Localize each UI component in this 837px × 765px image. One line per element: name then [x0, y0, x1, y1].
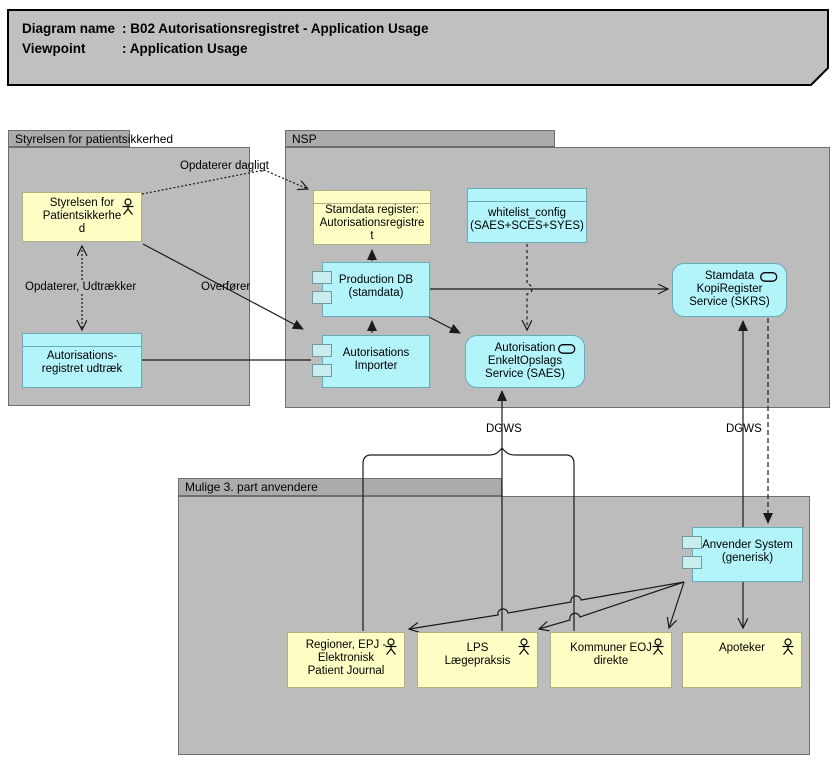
node-whitelist-config[interactable]: whitelist_config (SAES+SCES+SYES) — [467, 188, 587, 243]
group-nsp-header[interactable]: NSP — [285, 130, 555, 147]
title-note: Diagram name : B02 Autorisationsregistre… — [22, 19, 429, 59]
node-label: direkte — [593, 655, 629, 667]
node-label: LPS — [466, 642, 489, 654]
node-autorisations-importer[interactable]: Autorisations Importer — [312, 335, 430, 388]
edge-label-dgws-left: DGWS — [486, 423, 522, 435]
node-anvender-system[interactable]: Anvender System (generisk) — [682, 527, 803, 582]
component-icon — [312, 271, 332, 284]
actor-icon — [385, 638, 397, 655]
node-label: Autorisation — [494, 342, 556, 354]
node-regioner-epj[interactable]: Regioner, EPJ - Elektronisk Patient Jour… — [287, 632, 405, 688]
node-label: t — [370, 230, 374, 242]
node-label: Importer — [354, 360, 398, 372]
object-header — [468, 189, 586, 202]
edge-anvender-regioner[interactable] — [409, 581, 685, 629]
node-kommuner-eoj[interactable]: Kommuner EOJ direkte — [550, 632, 672, 688]
edge-label-opdaterer-udtraekker: Opdaterer, Udtrækker — [23, 281, 139, 293]
component-icon — [312, 291, 332, 304]
node-label: Patientsikkerhe — [42, 210, 122, 222]
node-label: Kommuner EOJ — [570, 642, 652, 654]
group-styrelsen-header[interactable]: Styrelsen for patientsikkerhed — [8, 130, 173, 147]
object-header — [314, 191, 430, 204]
edge-dgws-branch-kommuner[interactable] — [501, 447, 575, 631]
actor-icon — [122, 198, 134, 215]
diagram-name-value: : B02 Autorisationsregistret - Applicati… — [122, 21, 429, 36]
component-icon — [682, 556, 702, 569]
component-icon — [312, 344, 332, 357]
node-label: Apoteker — [718, 642, 766, 654]
node-label: Patient Journal — [307, 665, 385, 677]
object-header — [23, 334, 141, 347]
node-label: Stamdata — [704, 270, 755, 282]
node-label: registret udtræk — [41, 363, 123, 375]
edge-opdaterer-dagligt[interactable] — [141, 169, 308, 195]
node-label: d — [78, 223, 86, 235]
viewpoint-label: Viewpoint — [22, 41, 86, 56]
node-label: Autorisations — [342, 347, 410, 359]
edge-whitelist-saes[interactable] — [527, 244, 533, 330]
node-label: Stamdata register: — [325, 204, 419, 216]
component-icon — [312, 364, 332, 377]
title-note-shape — [7, 9, 829, 86]
edge-overfoerer[interactable] — [142, 243, 304, 330]
node-autorisationsregistret-udtraek[interactable]: Autorisations- registret udtræk — [22, 333, 142, 388]
component-icon — [682, 536, 702, 549]
node-label: Service (SAES) — [485, 368, 565, 380]
node-label: Autorisations- — [46, 350, 118, 362]
edge-proddb-saes[interactable] — [428, 316, 461, 334]
node-stamdata-register[interactable]: Stamdata register: Autorisationsregistre… — [313, 190, 431, 245]
node-label: Autorisationsregistre — [319, 217, 425, 229]
node-apoteker[interactable]: Apoteker — [682, 632, 802, 688]
node-label: EnkeltOpslags — [487, 355, 563, 367]
node-label: Production DB — [338, 274, 414, 286]
node-label: Anvender System — [702, 539, 793, 551]
edge-anvender-kommuner[interactable] — [669, 581, 685, 628]
node-lps-laegepraksis[interactable]: LPS Lægepraksis — [417, 632, 538, 688]
node-label: Elektronisk — [317, 652, 375, 664]
actor-icon — [652, 638, 664, 655]
group-mulige-header[interactable]: Mulige 3. part anvendere — [178, 478, 502, 496]
edge-label-opdaterer-dagligt: Opdaterer dagligt — [180, 160, 269, 172]
node-label: Service (SKRS) — [689, 296, 770, 308]
node-label: (generisk) — [721, 552, 774, 564]
node-label: Styrelsen for — [49, 197, 115, 209]
node-label: whitelist_config — [488, 207, 566, 219]
application-service-icon — [558, 344, 576, 354]
node-saes-service[interactable]: Autorisation EnkeltOpslags Service (SAES… — [465, 335, 585, 388]
actor-icon — [518, 638, 530, 655]
application-service-icon — [760, 272, 778, 282]
node-label: Regioner, EPJ - — [305, 639, 387, 651]
edge-anvender-lps[interactable] — [539, 581, 685, 629]
diagram-name-label: Diagram name — [22, 21, 116, 36]
viewpoint-value: : Application Usage — [122, 41, 248, 56]
edge-dgws-branch-regioner[interactable] — [362, 447, 503, 631]
node-label: Lægepraksis — [444, 655, 511, 667]
edge-label-dgws-right: DGWS — [726, 423, 762, 435]
node-skrs-service[interactable]: Stamdata KopiRegister Service (SKRS) — [672, 263, 787, 317]
actor-icon — [782, 638, 794, 655]
edge-label-overfoerer: Overfører — [201, 281, 251, 293]
node-label: KopiRegister — [696, 283, 763, 295]
node-label: (SAES+SCES+SYES) — [470, 220, 584, 232]
node-label: (stamdata) — [348, 287, 404, 299]
node-styrelsen-for-patientsikkerhed[interactable]: Styrelsen for Patientsikkerhe d — [22, 192, 142, 242]
node-production-db[interactable]: Production DB (stamdata) — [312, 262, 430, 317]
